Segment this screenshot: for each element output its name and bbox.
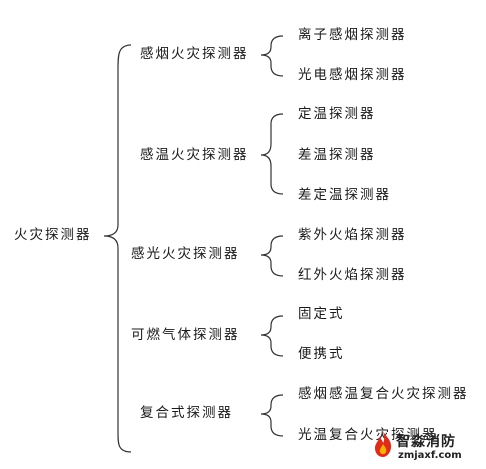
watermark-name: 智淼消防 xyxy=(396,434,456,450)
branch-heat-label: 感温火灾探测器 xyxy=(140,147,249,163)
leaf-rate-fixed: 差定温探测器 xyxy=(298,187,391,203)
leaf-fixed-type: 固定式 xyxy=(298,306,345,322)
watermark-url: zmjaxf.com xyxy=(398,450,462,461)
flame-logo-icon xyxy=(375,431,392,457)
branch-bracket-4 xyxy=(260,394,284,437)
branch-bracket-1 xyxy=(260,113,284,195)
leaf-photo-smoke: 光电感烟探测器 xyxy=(298,67,407,83)
leaf-fixed-temp: 定温探测器 xyxy=(298,106,376,122)
root-bracket xyxy=(103,44,132,453)
watermark: 智淼消防 zmjaxf.com xyxy=(370,422,486,469)
leaf-ir-flame: 红外火焰探测器 xyxy=(298,267,407,283)
leaf-smoke-heat-combo: 感烟感温复合火灾探测器 xyxy=(298,386,469,402)
leaf-portable-type: 便携式 xyxy=(298,346,345,362)
leaf-ion-smoke: 离子感烟探测器 xyxy=(298,27,407,43)
branch-composite-label: 复合式探测器 xyxy=(140,405,233,421)
branch-bracket-2 xyxy=(260,235,284,277)
branch-bracket-0 xyxy=(260,35,284,77)
branch-bracket-3 xyxy=(260,315,284,357)
leaf-uv-flame: 紫外火焰探测器 xyxy=(298,227,407,243)
branch-light-label: 感光火灾探测器 xyxy=(131,246,240,262)
root-label: 火灾探测器 xyxy=(14,227,92,243)
leaf-rate-of-rise: 差温探测器 xyxy=(298,147,376,163)
branch-smoke-label: 感烟火灾探测器 xyxy=(140,46,249,62)
leaf-light-heat-combo: 光温复合火灾探测器 xyxy=(298,427,438,443)
branch-gas-label: 可燃气体探测器 xyxy=(131,327,240,343)
